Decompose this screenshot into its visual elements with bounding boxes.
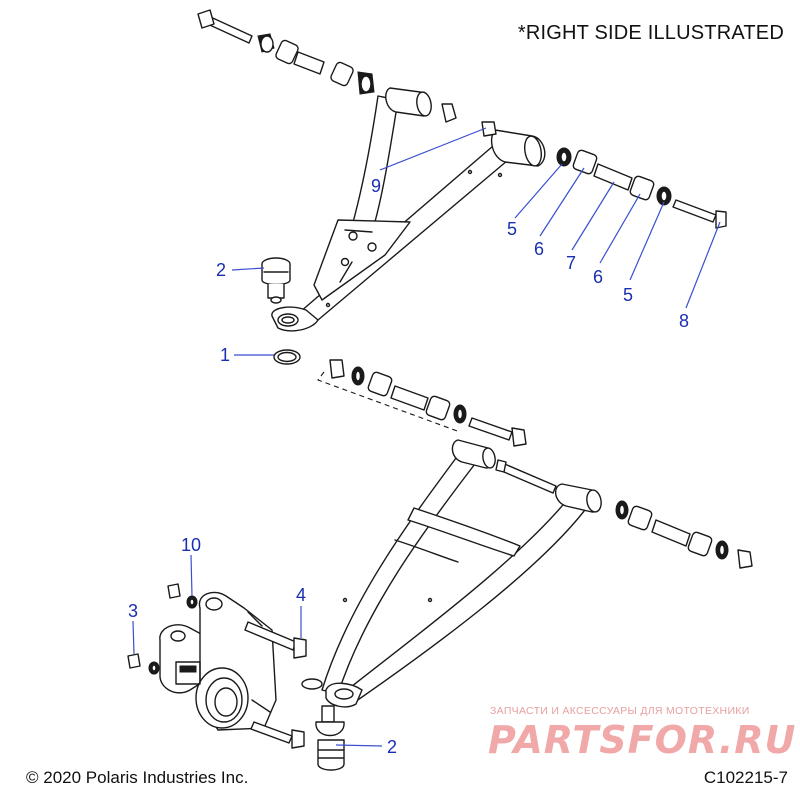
lower-front-hardware <box>615 500 753 569</box>
steering-knuckle <box>159 591 277 731</box>
header-note: *RIGHT SIDE ILLUSTRATED <box>517 22 784 44</box>
callout-2-lower[interactable]: 2 <box>386 737 398 757</box>
callout-2-upper[interactable]: 2 <box>215 260 227 280</box>
callout-6-left[interactable]: 6 <box>533 239 545 259</box>
upper-front-hardware <box>481 121 727 229</box>
watermark-logo: PARTSFOR.RU <box>488 718 797 762</box>
callout-1[interactable]: 1 <box>219 345 231 365</box>
drawing-number: C102215-7 <box>703 768 788 787</box>
lower-ball-joint <box>301 678 345 771</box>
upper-ball-joint <box>261 257 291 304</box>
callout-6-right[interactable]: 6 <box>592 267 604 287</box>
lower-a-arm <box>321 439 602 708</box>
callout-8[interactable]: 8 <box>678 311 690 331</box>
upper-rear-hardware <box>197 9 457 123</box>
knuckle-hardware <box>127 583 307 749</box>
callout-7[interactable]: 7 <box>565 253 577 273</box>
callout-5-left[interactable]: 5 <box>506 219 518 239</box>
callout-4[interactable]: 4 <box>295 585 307 605</box>
watermark-tagline: ЗАПЧАСТИ И АКСЕССУАРЫ ДЛЯ МОТОТЕХНИКИ <box>490 705 750 717</box>
copyright-notice: © 2020 Polaris Industries Inc. <box>26 768 249 787</box>
callout-10[interactable]: 10 <box>180 535 202 555</box>
callout-3[interactable]: 3 <box>127 601 139 621</box>
upper-a-arm <box>271 87 546 332</box>
lower-rear-hardware <box>317 359 527 447</box>
callout-5-right[interactable]: 5 <box>622 285 634 305</box>
leader-lines <box>132 127 721 747</box>
callout-9[interactable]: 9 <box>370 176 382 196</box>
